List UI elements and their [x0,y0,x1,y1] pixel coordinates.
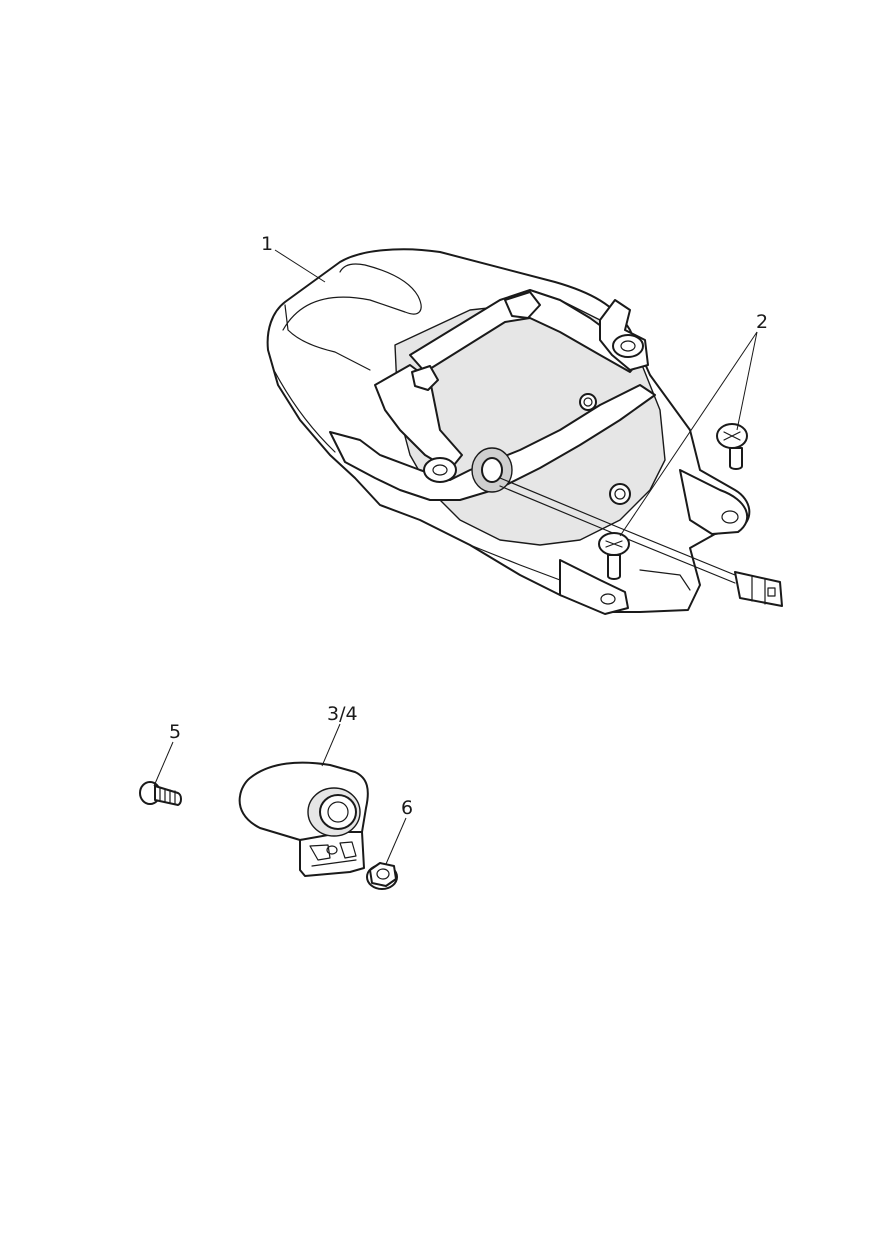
leader-line-2b [619,331,758,537]
nut-part-6 [366,862,398,890]
leader-line-1 [274,249,326,283]
leader-line-6 [385,817,407,865]
screw-part-2-a [716,423,748,470]
callout-3-4: 3/4 [327,703,358,725]
screw-part-2-b [598,532,630,580]
grab-handle-part-3-4 [238,761,369,877]
seat-assembly [266,248,783,615]
callout-5: 5 [169,721,181,743]
leader-line-5 [153,741,174,787]
callout-6: 6 [401,797,413,819]
callout-2: 2 [756,311,768,333]
callout-1: 1 [261,233,273,255]
leader-line-3-4 [321,723,341,767]
bolt-part-5 [139,781,182,806]
leader-line-2a [736,331,758,431]
